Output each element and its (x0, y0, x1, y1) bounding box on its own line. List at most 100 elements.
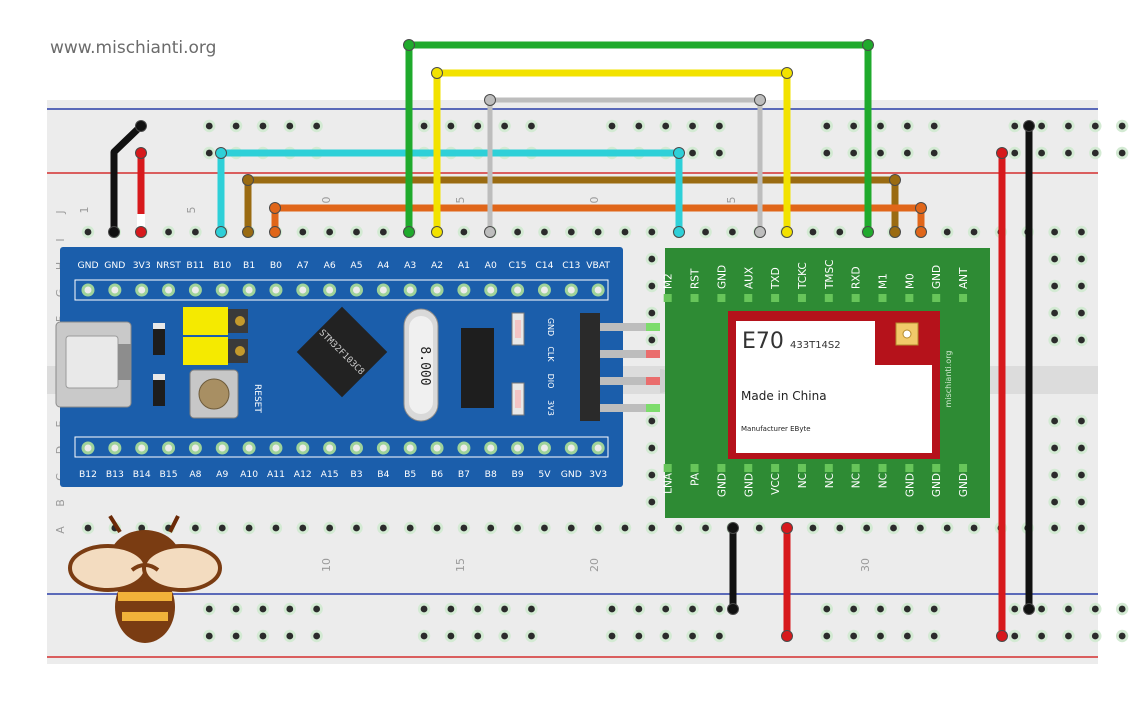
e70-pin (690, 294, 699, 302)
e70-chip: E70 433T14S2 Made in China Manufacturer … (728, 311, 940, 459)
e70-pin-label: GND (716, 265, 728, 289)
e70-pin (905, 464, 914, 472)
pin-label: A11 (267, 469, 285, 480)
pin-label: C14 (535, 260, 553, 271)
usb-connector-icon (55, 321, 132, 408)
wire-end (242, 174, 254, 186)
pin-label: C15 (509, 260, 527, 271)
pin-label: C13 (562, 260, 580, 271)
pin-label: A6 (324, 260, 336, 271)
column-number: 15 (454, 558, 467, 572)
pin-label: B10 (213, 260, 231, 271)
wire-end (781, 630, 793, 642)
pin-label: B13 (106, 469, 124, 480)
wire-end (915, 202, 927, 214)
wire-end (754, 94, 766, 106)
wire-end (862, 39, 874, 51)
wire-end (135, 226, 147, 238)
pin-label: A2 (431, 260, 443, 271)
e70-pin (878, 294, 887, 302)
crystal-label: 8.000 (417, 346, 432, 385)
pin-label: A12 (294, 469, 312, 480)
e70-pin (663, 294, 672, 302)
e70-pin (851, 294, 860, 302)
pin-label: B12 (79, 469, 97, 480)
wire-end (781, 226, 793, 238)
e70-pin-label: NC (851, 473, 863, 488)
column-number: 0 (320, 197, 333, 204)
e70-pin-label: ANT (958, 267, 970, 289)
wire-end (108, 226, 120, 238)
stm32-top-header (81, 283, 605, 297)
e70-pin (744, 464, 753, 472)
e70-pin-label: LNA (663, 472, 675, 494)
e70-pin (959, 464, 968, 472)
row-letter: B (54, 499, 67, 507)
wire-end (727, 522, 739, 534)
pin-label: 5V (538, 469, 551, 480)
wire-end (484, 226, 496, 238)
smd-part (153, 323, 165, 355)
e70-pin-label: TMSC (824, 260, 836, 290)
row-letter: J (54, 210, 67, 214)
pin-label: B6 (431, 469, 443, 480)
pin-label: B7 (458, 469, 470, 480)
e70-pin-label: GND (931, 473, 943, 497)
wire-end (403, 39, 415, 51)
wire-orange (271, 204, 925, 232)
column-number: 5 (725, 197, 738, 204)
wire-end (215, 226, 227, 238)
e70-pin-label: TXD (770, 267, 782, 290)
wire-end (269, 226, 281, 238)
wire-end (135, 147, 147, 159)
row-letter: I (54, 238, 67, 241)
row-letter: A (54, 526, 67, 534)
pin-label: B14 (133, 469, 151, 480)
swd-header (580, 313, 660, 421)
e70-pin (797, 464, 806, 472)
wire-end (727, 603, 739, 615)
column-number: 1 (78, 207, 91, 214)
wire-end (889, 226, 901, 238)
e70-pin-label: PA (690, 472, 702, 486)
e70-side-text: mischianti.org (944, 351, 953, 408)
pin-label: B3 (350, 469, 362, 480)
wire-end (215, 147, 227, 159)
column-number: 20 (588, 558, 601, 572)
wire-gray (487, 97, 763, 232)
e70-pin (663, 464, 672, 472)
e70-pin-label: RXD (851, 266, 863, 289)
pin-label: B4 (377, 469, 389, 480)
pin-label: B8 (485, 469, 497, 480)
wire-end (862, 226, 874, 238)
reset-button[interactable] (189, 369, 239, 419)
wire-end (431, 67, 443, 79)
pin-label: 3V3 (133, 260, 151, 271)
pin-label: GND (77, 260, 98, 271)
e70-pin (771, 294, 780, 302)
swd-pin-label: CLK (546, 346, 555, 362)
bee-logo-icon (68, 514, 222, 643)
pin-label: B11 (186, 260, 204, 271)
pin-label: B1 (243, 260, 255, 271)
wire-end (889, 174, 901, 186)
wire-end (269, 202, 281, 214)
wire-black-gnd (110, 123, 144, 232)
reset-label: RESET (252, 384, 262, 413)
smd-part (153, 374, 165, 406)
pin-label: VBAT (586, 260, 610, 271)
wire-end (754, 226, 766, 238)
column-number: 5 (454, 197, 467, 204)
wire-end (996, 630, 1008, 642)
watermark-text: www.mischianti.org (50, 38, 217, 58)
e70-pin-label: AUX (743, 267, 755, 289)
e70-model: E70 (742, 329, 784, 354)
e70-pin-label: VCC (770, 473, 782, 495)
pin-label: A5 (350, 260, 362, 271)
e70-pin (905, 294, 914, 302)
wire-cyan (217, 149, 683, 232)
